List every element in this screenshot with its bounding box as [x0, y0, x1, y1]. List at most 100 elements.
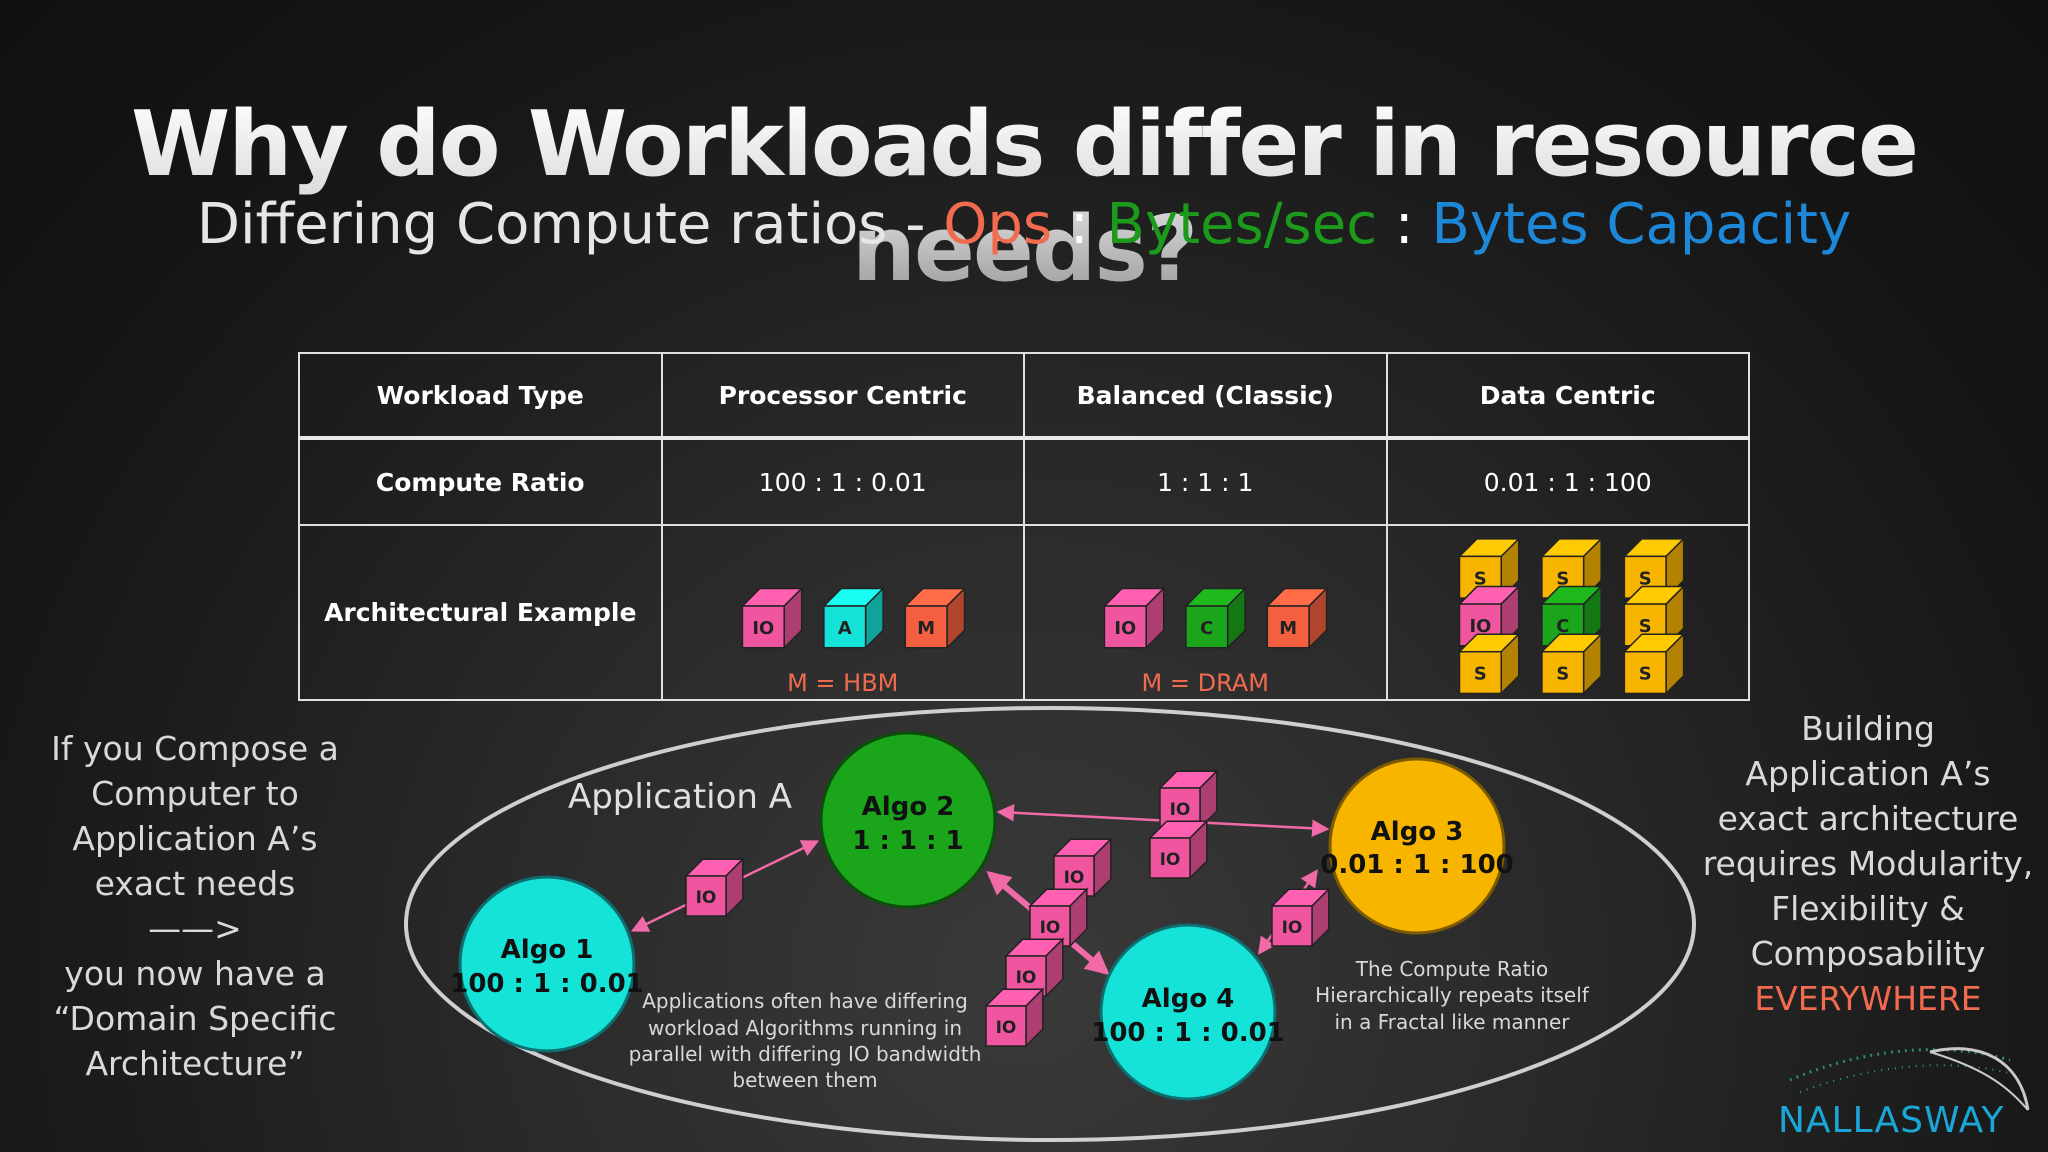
- cube-c-icon: C: [1539, 584, 1603, 648]
- cube-m-icon-label: M: [1279, 618, 1297, 639]
- cube-s-icon: S: [1457, 537, 1521, 600]
- io-cube-icon-label: IO: [1040, 918, 1061, 938]
- right-note: Building Application A’s exact architect…: [1690, 706, 2046, 1021]
- algo-4-ratio: 100 : 1 : 0.01: [1091, 1018, 1285, 1048]
- memory-note-hbm: M = HBM: [787, 669, 899, 697]
- left-note-line: Application A’s: [72, 819, 318, 858]
- cube-s-icon: S: [1622, 632, 1685, 696]
- right-note-line: exact architecture: [1717, 799, 2019, 838]
- io-cube-icon: IO: [1028, 887, 1089, 948]
- algo-2-node: Algo 2 1 : 1 : 1: [819, 731, 997, 909]
- balanced-cube-group: IO C M: [1102, 586, 1329, 650]
- io-cube-icon: IO: [1052, 837, 1113, 898]
- slide-subtitle: Differing Compute ratios - Ops : Bytes/s…: [0, 192, 2048, 257]
- ratio-balanced: 1 : 1 : 1: [1023, 437, 1388, 526]
- left-note-line: If you Compose a: [51, 729, 339, 768]
- table-header-row: Workload Type Processor Centric Balanced…: [298, 352, 1750, 440]
- cube-s-icon-label: S: [1556, 568, 1569, 589]
- cube-s-icon: S: [1539, 537, 1603, 600]
- note-parallel: Applications often have differing worklo…: [629, 989, 982, 1092]
- right-note-line: Composability: [1750, 934, 1986, 973]
- subtitle-sep-2: :: [1376, 192, 1432, 257]
- table-row-compute-ratio: Compute Ratio 100 : 1 : 0.01 1 : 1 : 1 0…: [298, 437, 1750, 526]
- algo-4-node: Algo 4 100 : 1 : 0.01: [1091, 923, 1285, 1101]
- cube-io-icon-label: IO: [1114, 618, 1136, 639]
- left-note-line: Architecture”: [85, 1044, 305, 1083]
- cube-c-icon-label: C: [1556, 616, 1569, 637]
- arch-processor-centric: IO A M M = HBM: [660, 524, 1025, 701]
- left-note: If you Compose a Computer to Application…: [30, 726, 360, 1086]
- io-cube-icon-label: IO: [1160, 850, 1181, 870]
- io-cube-icon-label: IO: [1064, 868, 1085, 888]
- note-fractal-line: The Compute Ratio: [1355, 957, 1548, 981]
- note-parallel-line: workload Algorithms running in: [648, 1016, 962, 1040]
- io-cube-icon: IO: [1148, 819, 1209, 880]
- cube-s-icon: S: [1539, 632, 1603, 696]
- cube-a-icon: A: [821, 586, 885, 650]
- io-cube-icon: IO: [1270, 887, 1331, 948]
- left-note-arrow: ——>: [148, 909, 242, 948]
- cube-s-icon-label: S: [1556, 664, 1569, 685]
- row-label-compute-ratio: Compute Ratio: [298, 437, 663, 526]
- logo-swoosh-icon: [1789, 1047, 2030, 1111]
- cube-c-icon: C: [1184, 586, 1247, 650]
- workload-table: Workload Type Processor Centric Balanced…: [298, 352, 1750, 701]
- nallasway-logo: NALLASWAY: [1778, 1100, 2005, 1141]
- application-label: Application A: [568, 777, 792, 817]
- right-note-emphasis: EVERYWHERE: [1754, 979, 1982, 1018]
- cube-m-icon-label: M: [917, 618, 935, 639]
- subtitle-ops: Ops: [943, 192, 1053, 257]
- header-balanced: Balanced (Classic): [1023, 352, 1388, 440]
- algo-1-name: Algo 1: [501, 935, 594, 965]
- left-note-line: you now have a: [64, 954, 326, 993]
- io-cube-icon-label: IO: [696, 888, 717, 908]
- note-parallel-line: Applications often have differing: [642, 989, 968, 1013]
- cube-io-icon-label: IO: [752, 618, 774, 639]
- ratio-data-centric: 0.01 : 1 : 100: [1385, 437, 1750, 526]
- table-row-architectural-example: Architectural Example IO A M M = HBM IO C M …: [298, 524, 1750, 701]
- io-cube-icon: IO: [684, 857, 745, 918]
- left-note-line: exact needs: [94, 864, 296, 903]
- subtitle-sep-1: :: [1052, 192, 1107, 257]
- subtitle-bytes-sec: Bytes/sec: [1106, 192, 1377, 257]
- algo-1-ratio: 100 : 1 : 0.01: [450, 969, 644, 999]
- right-note-line: requires Modularity,: [1702, 844, 2034, 883]
- cube-s-icon-label: S: [1638, 664, 1651, 685]
- note-fractal-line: in a Fractal like manner: [1335, 1010, 1571, 1034]
- algo-4-name: Algo 4: [1142, 984, 1235, 1014]
- slide-title: Why do Workloads differ in resource need…: [0, 92, 2048, 302]
- right-note-line: Application A’s: [1745, 754, 1991, 793]
- subtitle-prefix: Differing Compute ratios -: [196, 192, 944, 257]
- io-cube-icon: IO: [1158, 769, 1219, 830]
- cube-m-icon: M: [903, 586, 966, 650]
- cube-c-icon-label: C: [1200, 618, 1213, 639]
- cube-a-icon-label: A: [837, 618, 851, 639]
- row-label-architectural-example: Architectural Example: [298, 524, 663, 701]
- cube-s-icon-label: S: [1638, 616, 1651, 637]
- left-note-line: “Domain Specific: [53, 999, 337, 1038]
- ratio-processor-centric: 100 : 1 : 0.01: [660, 437, 1025, 526]
- header-processor-centric: Processor Centric: [660, 352, 1025, 440]
- note-fractal: The Compute Ratio Hierarchically repeats…: [1315, 957, 1590, 1034]
- cube-s-icon: S: [1457, 632, 1521, 696]
- header-workload-type: Workload Type: [298, 352, 663, 440]
- cube-io-icon: IO: [1102, 586, 1166, 650]
- cube-s-icon-label: S: [1473, 664, 1486, 685]
- io-cube-icon: IO: [984, 987, 1045, 1048]
- header-data-centric: Data Centric: [1385, 352, 1750, 440]
- right-note-line: Building: [1801, 709, 1935, 748]
- arch-balanced: IO C M M = DRAM: [1023, 524, 1388, 701]
- memory-note-dram: M = DRAM: [1141, 669, 1269, 697]
- io-cube-icon-label: IO: [1282, 918, 1303, 938]
- application-boundary: [404, 706, 1696, 1142]
- algo-1-node: Algo 1 100 : 1 : 0.01: [450, 875, 644, 1053]
- note-parallel-line: between them: [732, 1068, 877, 1092]
- algo-3-node: Algo 3 0.01 : 1 : 100: [1320, 757, 1514, 935]
- cube-s-icon-label: S: [1638, 568, 1651, 589]
- note-fractal-line: Hierarchically repeats itself: [1315, 983, 1590, 1007]
- io-cube-icon-label: IO: [1170, 800, 1191, 820]
